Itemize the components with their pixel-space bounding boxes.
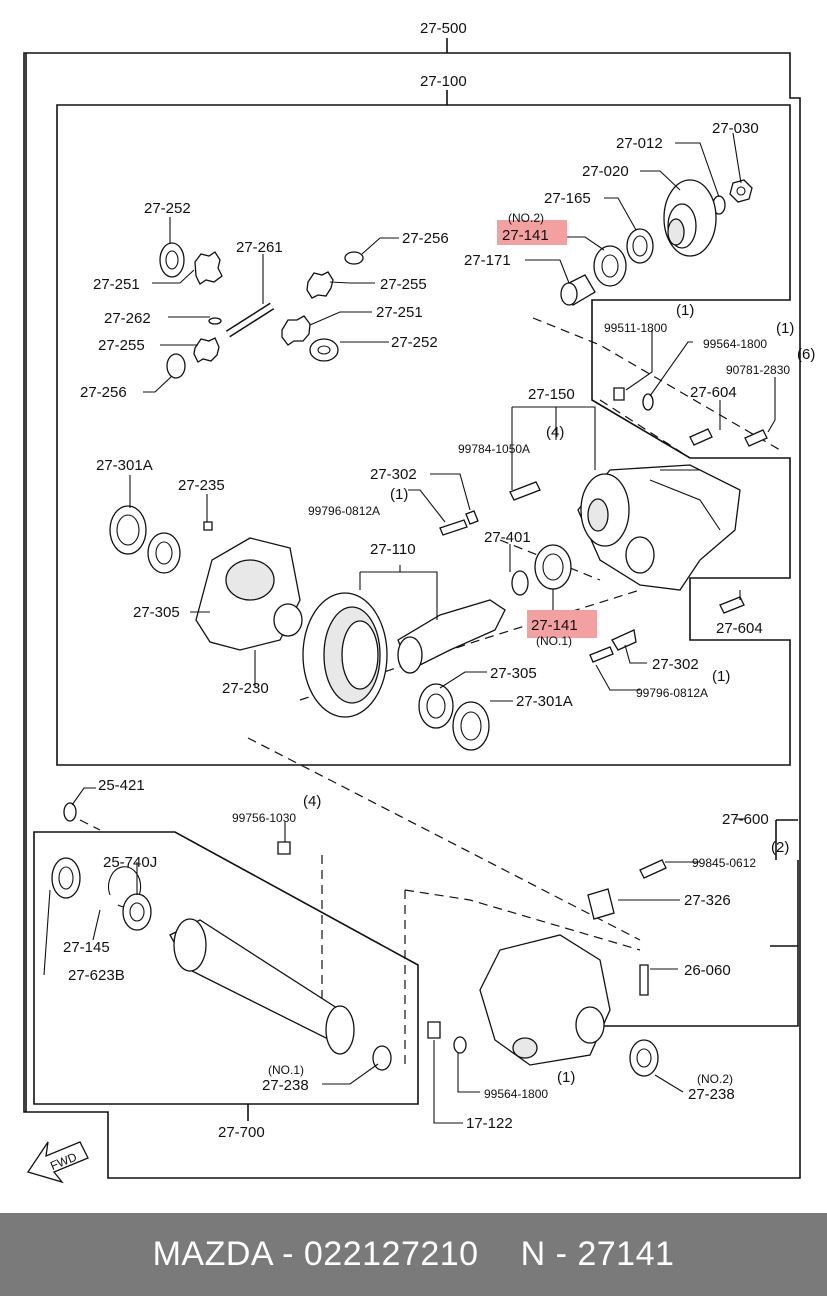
label-27-301a-left: 27-301A xyxy=(96,457,153,474)
label-27-020: 27-020 xyxy=(582,163,629,180)
label-17-122: 17-122 xyxy=(466,1115,513,1132)
label-27-500: 27-500 xyxy=(420,20,467,37)
label-90781-qty: (6) xyxy=(797,346,815,363)
label-99845-qty: (2) xyxy=(771,839,789,856)
label-27-600: 27-600 xyxy=(722,811,769,828)
label-27-145: 27-145 xyxy=(63,939,110,956)
label-27-110: 27-110 xyxy=(370,541,416,558)
carrier-bracket xyxy=(600,819,799,1027)
label-27-256-top: 27-256 xyxy=(402,230,449,247)
footer-reference-number: N - 27141 xyxy=(520,1235,675,1273)
label-27-604-top: 27-604 xyxy=(690,384,737,401)
label-27-238-left-qty: (NO.1) xyxy=(268,1063,304,1077)
label-27-141-no1: 27-141 xyxy=(531,617,578,634)
label-27-141-no2-qty: (NO.2) xyxy=(508,211,544,225)
label-27-305-left: 27-305 xyxy=(133,604,180,621)
label-90781: 90781-2830 xyxy=(726,363,790,377)
label-27-623b: 27-623B xyxy=(68,967,125,984)
label-99796-bottom-qty: (1) xyxy=(712,668,730,685)
label-99796-top-qty: (1) xyxy=(390,486,408,503)
label-99784: 99784-1050A xyxy=(458,442,530,456)
footer-brand-part-number: MAZDA - 022127210 xyxy=(152,1235,479,1273)
label-27-030: 27-030 xyxy=(712,120,759,137)
label-27-150: 27-150 xyxy=(528,386,575,403)
label-99564-top-qty: (1) xyxy=(776,320,794,337)
label-99784-qty: (4) xyxy=(546,424,564,441)
label-27-100: 27-100 xyxy=(420,73,467,90)
label-27-238-left: 27-238 xyxy=(262,1077,309,1094)
label-27-230: 27-230 xyxy=(222,680,269,697)
parts-diagram: FWD 27-500 27-100 27-030 27-012 27-020 2… xyxy=(23,20,815,1184)
label-27-326: 27-326 xyxy=(684,892,731,909)
label-25-421: 25-421 xyxy=(98,777,145,794)
label-27-302-top: 27-302 xyxy=(370,466,417,483)
label-27-141-no2: 27-141 xyxy=(502,227,549,244)
highlight-27-141-no2 xyxy=(497,220,567,245)
diff-case-frame xyxy=(56,104,791,766)
label-25-740j: 25-740J xyxy=(103,854,157,871)
label-27-165: 27-165 xyxy=(544,190,591,207)
label-27-255-left: 27-255 xyxy=(98,337,145,354)
label-26-060: 26-060 xyxy=(684,962,731,979)
label-27-238-right: 27-238 xyxy=(688,1086,735,1103)
label-99756: 99756-1030 xyxy=(232,811,296,825)
label-27-255-right: 27-255 xyxy=(380,276,427,293)
label-27-262: 27-262 xyxy=(104,310,151,327)
label-27-235: 27-235 xyxy=(178,477,225,494)
label-27-141-no1-qty: (NO.1) xyxy=(536,634,572,648)
label-27-302-bottom: 27-302 xyxy=(652,656,699,673)
label-99845: 99845-0612 xyxy=(692,856,756,870)
label-99564-top: 99564-1800 xyxy=(703,337,767,351)
label-99564-bottom: 99564-1800 xyxy=(484,1087,548,1101)
label-27-401: 27-401 xyxy=(484,529,531,546)
part-number-footer: MAZDA - 022127210 N - 27141 xyxy=(0,1213,827,1296)
label-27-252-right: 27-252 xyxy=(391,334,438,351)
label-27-252-top: 27-252 xyxy=(144,200,191,217)
label-27-305-right: 27-305 xyxy=(490,665,537,682)
label-99511-qty: (1) xyxy=(676,302,694,319)
label-27-261: 27-261 xyxy=(236,239,283,256)
label-27-256-bottom: 27-256 xyxy=(80,384,127,401)
label-27-251-left: 27-251 xyxy=(93,276,140,293)
label-27-604-bottom: 27-604 xyxy=(716,620,763,637)
label-27-012: 27-012 xyxy=(616,135,663,152)
highlight-27-141-no1 xyxy=(527,610,597,638)
label-99796-top: 99796-0812A xyxy=(308,504,380,518)
label-27-251-right: 27-251 xyxy=(376,304,423,321)
label-99511: 99511-1800 xyxy=(604,321,667,335)
label-27-238-right-qty: (NO.2) xyxy=(697,1072,733,1086)
label-99564-bottom-qty: (1) xyxy=(557,1069,575,1086)
label-27-171: 27-171 xyxy=(464,252,511,269)
pinion-assy-frame xyxy=(33,831,419,1105)
label-99756-qty: (4) xyxy=(303,793,321,810)
outer-frame xyxy=(23,52,801,1179)
label-99796-bottom: 99796-0812A xyxy=(636,686,708,700)
label-27-301a-right: 27-301A xyxy=(516,693,573,710)
label-27-700: 27-700 xyxy=(218,1124,265,1141)
fwd-arrow-icon: FWD xyxy=(26,1141,89,1184)
